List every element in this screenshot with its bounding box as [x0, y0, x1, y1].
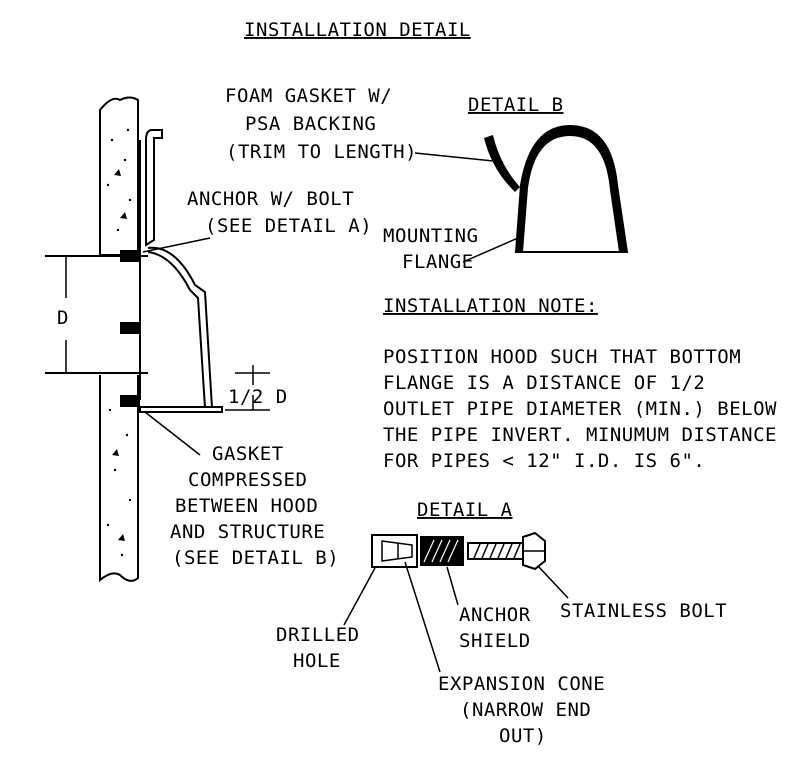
anchor-shield-leader [446, 566, 459, 606]
anchor-bolt-label-line1: ANCHOR W/ BOLT [187, 188, 354, 210]
foam-gasket-label-line3: (TRIM TO LENGTH) [226, 141, 417, 163]
dimension-half-d: 1/2 D [225, 365, 288, 411]
anchor-bolt-label-line2: (SEE DETAIL A) [205, 215, 372, 237]
expansion-cone-label-line2: (NARROW END [460, 699, 591, 721]
gasket-label-line3: BETWEEN HOOD [175, 495, 318, 517]
foam-gasket-leader [414, 152, 504, 163]
gasket-label-line2: COMPRESSED [188, 469, 307, 491]
anchor-bolt-top [120, 250, 140, 262]
hood-bottom-flange [139, 406, 223, 413]
expansion-cone-leader [404, 561, 441, 673]
installation-note-line: THE PIPE INVERT. MINUMUM DISTANCE [383, 424, 777, 446]
dimension-d: D [57, 256, 69, 373]
concrete-aggregate-marks [106, 128, 132, 557]
foam-gasket-label-line2: PSA BACKING [245, 113, 376, 135]
mounting-flange-label-line1: MOUNTING [383, 225, 479, 247]
anchor-shield-label-line2: SHIELD [459, 630, 531, 652]
gasket-label-line1: GASKET [212, 443, 284, 465]
anchor-bolts [120, 250, 140, 407]
expansion-cone-label-line1: EXPANSION CONE [438, 673, 605, 695]
drilled-hole-label-line2: HOLE [293, 650, 341, 672]
installation-note-line: FOR PIPES < 12" I.D. IS 6". [383, 450, 705, 472]
gasket-leader [144, 411, 201, 456]
detail-a-title: DETAIL A [417, 499, 513, 521]
gasket-label-line4: AND STRUCTURE [170, 521, 325, 543]
anchor-bolt-bottom [120, 395, 140, 407]
anchor-leader [142, 237, 211, 253]
dimension-half-d-label: 1/2 D [228, 386, 288, 408]
drawing-title: INSTALLATION DETAIL [244, 19, 471, 41]
foam-gasket-label-line1: FOAM GASKET W/ [225, 85, 392, 107]
mounting-flange-leader [462, 237, 519, 263]
gasket-label-line5: (SEE DETAIL B) [172, 547, 339, 569]
dimension-d-label: D [57, 307, 69, 329]
installation-note-line: FLANGE IS A DISTANCE OF 1/2 [383, 372, 705, 394]
installation-note-line: OUTLET PIPE DIAMETER (MIN.) BELOW [383, 398, 777, 420]
drilled-hole-label-line1: DRILLED [276, 624, 360, 646]
detail-b-title: DETAIL B [468, 94, 564, 116]
installation-note-line: POSITION HOOD SUCH THAT BOTTOM [383, 346, 741, 368]
installation-note-title: INSTALLATION NOTE: [383, 295, 598, 317]
anchor-bolt-middle [120, 322, 140, 334]
mounting-flange-label-line2: FLANGE [402, 251, 474, 273]
detail-b-hood-profile [484, 125, 628, 253]
drilled-hole-leader [343, 567, 376, 626]
expansion-cone-label-line3: OUT) [499, 725, 547, 747]
detail-a-anchor-assembly [371, 531, 546, 571]
hood [139, 129, 223, 413]
concrete-wall [99, 96, 139, 583]
anchor-shield-label-line1: ANCHOR [459, 604, 531, 626]
stainless-bolt-leader [537, 565, 569, 599]
stainless-bolt-label: STAINLESS BOLT [560, 600, 727, 622]
